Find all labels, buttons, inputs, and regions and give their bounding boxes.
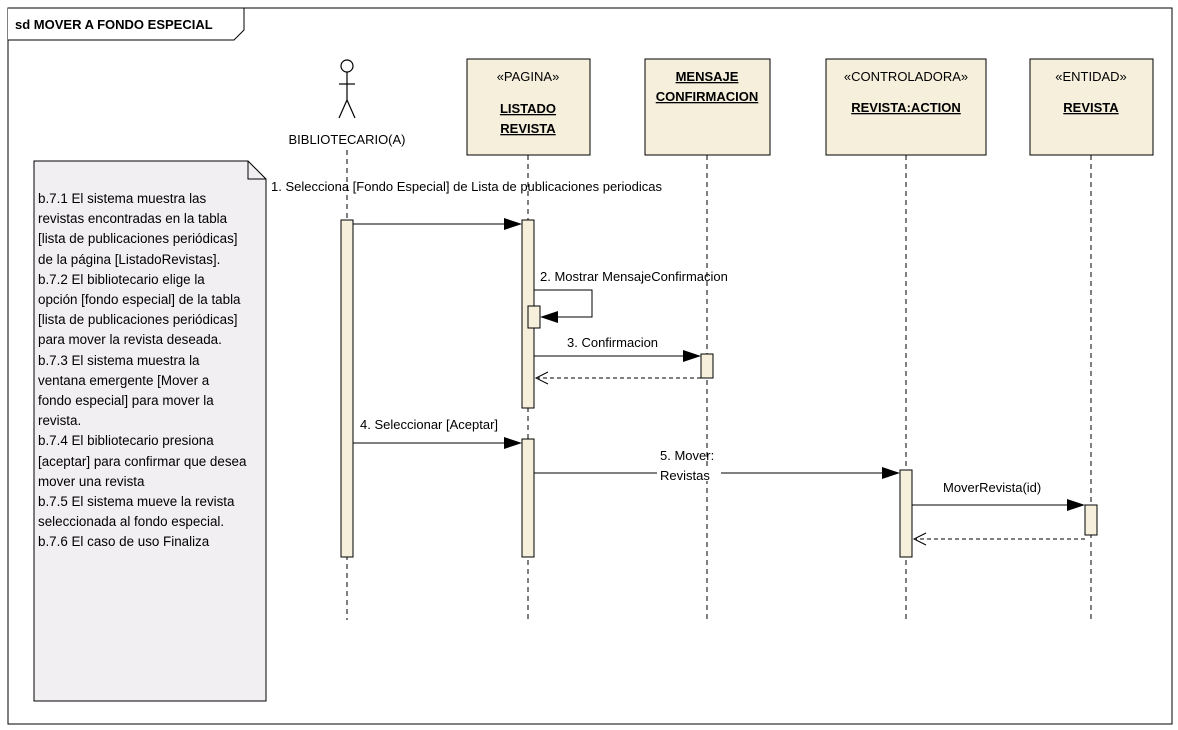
message-3-return-arrowhead <box>534 371 549 385</box>
lifeline-box-revista[interactable]: «ENTIDAD» REVISTA <box>1029 58 1154 156</box>
message-2-arrow <box>534 289 593 318</box>
note-line: [aceptar] para confirmar que desea <box>38 453 247 469</box>
activation-listado-self <box>527 305 541 329</box>
message-6-return-arrowhead <box>912 532 927 546</box>
svg-text:CONFIRMACION: CONFIRMACION <box>656 89 759 104</box>
message-5-arrowhead <box>882 467 900 479</box>
activation-listado-2 <box>521 438 535 558</box>
note-shape <box>33 160 267 702</box>
message-4-arrowhead <box>504 437 522 449</box>
svg-text:REVISTA: REVISTA <box>1063 100 1119 115</box>
note-line: para mover la revista deseada. <box>38 332 222 348</box>
note-line: fondo especial] para mover la <box>38 393 214 409</box>
message-5-label-line2: Revistas <box>660 468 710 483</box>
svg-text:«PAGINA»: «PAGINA» <box>497 69 560 84</box>
note-line: revistas encontradas en la tabla <box>38 211 228 227</box>
diagram-frame <box>7 7 1173 725</box>
activation-actor <box>340 219 354 558</box>
message-3-label: 3. Confirmacion <box>567 335 658 350</box>
svg-text:«CONTROLADORA»: «CONTROLADORA» <box>844 69 968 84</box>
message-6-arrowhead <box>1067 499 1085 511</box>
note-line: ventana emergente [Mover a <box>38 372 210 388</box>
activation-action <box>899 469 913 558</box>
note-line: revista. <box>38 413 82 429</box>
note-line: b.7.3 El sistema muestra la <box>38 352 200 368</box>
message-5-label-line1: 5. Mover: <box>660 448 714 463</box>
message-3-arrowhead <box>683 350 701 362</box>
message-4-label: 4. Seleccionar [Aceptar] <box>360 417 498 432</box>
svg-text:REVISTA:ACTION: REVISTA:ACTION <box>851 100 961 115</box>
message-1-arrowhead <box>504 218 522 230</box>
svg-text:LISTADO: LISTADO <box>500 101 556 116</box>
frame-title-tab <box>8 7 245 41</box>
actor-icon <box>338 59 356 119</box>
note-line: b.7.1 El sistema muestra las <box>38 191 207 206</box>
message-6-label: MoverRevista(id) <box>943 480 1041 495</box>
actor-label: BIBLIOTECARIO(A) <box>288 132 405 147</box>
activation-mensaje <box>700 353 714 379</box>
lifeline-box-mensaje-confirmacion[interactable]: MENSAJE CONFIRMACION <box>644 58 771 156</box>
note-fold <box>247 161 266 180</box>
activation-bars <box>340 219 1098 558</box>
message-5-label-bg <box>657 467 721 481</box>
activation-revista <box>1084 504 1098 536</box>
svg-text:«ENTIDAD»: «ENTIDAD» <box>1055 69 1127 84</box>
note-line: b.7.5 El sistema mueve la revista <box>38 494 235 510</box>
note-line: opción [fondo especial] de la tabla <box>38 292 241 308</box>
frame-title: sd MOVER A FONDO ESPECIAL <box>15 17 213 32</box>
svg-text:MENSAJE: MENSAJE <box>676 69 739 84</box>
note-line: mover una revista <box>38 473 145 489</box>
lifeline-box-revista-action[interactable]: «CONTROLADORA» REVISTA:ACTION <box>825 58 987 156</box>
lifeline-box-listado-revista[interactable]: «PAGINA» LISTADO REVISTA <box>466 58 591 156</box>
note-line: seleccionada al fondo especial. <box>38 514 225 530</box>
svg-text:REVISTA: REVISTA <box>500 121 556 136</box>
note-line: b.7.2 El bibliotecario elige la <box>38 271 205 287</box>
message-2-label: 2. Mostrar MensajeConfirmacion <box>540 269 728 284</box>
note-line: [lista de publicaciones periódicas] <box>38 231 238 247</box>
note-line: b.7.6 El caso de uso Finaliza <box>38 534 210 550</box>
message-2-arrowhead <box>540 311 558 323</box>
note-text: b.7.1 El sistema muestra las revistas en… <box>34 161 266 701</box>
note-line: [lista de publicaciones periódicas] <box>38 312 238 328</box>
note-line: b.7.4 El bibliotecario presiona <box>38 433 214 449</box>
note-line: de la página [ListadoRevistas]. <box>38 251 221 267</box>
lifelines <box>346 150 1092 620</box>
message-1-label: 1. Selecciona [Fondo Especial] de Lista … <box>271 179 662 194</box>
